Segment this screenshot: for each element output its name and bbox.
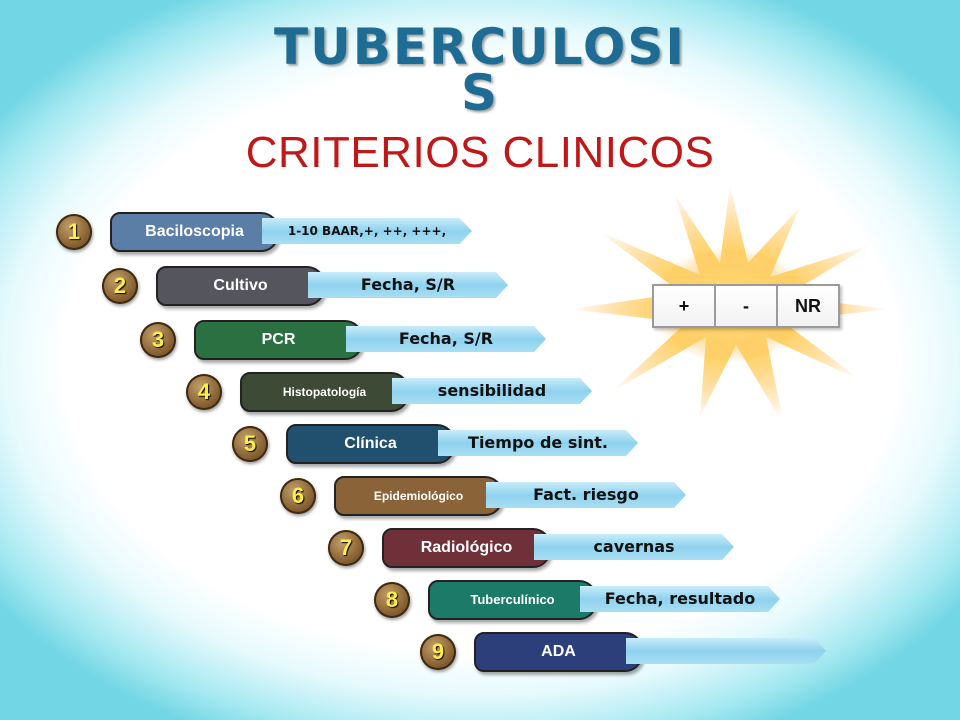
- criterion-number-badge: 7: [328, 530, 364, 566]
- criterion-number-badge: 9: [420, 634, 456, 670]
- result-legend-table: + - NR: [652, 284, 840, 328]
- criterion-number-badge: 4: [186, 374, 222, 410]
- criterion-label: PCR: [194, 320, 363, 360]
- criterion-label: Clínica: [286, 424, 455, 464]
- legend-positive: +: [652, 284, 716, 328]
- legend-negative: -: [714, 284, 778, 328]
- criterion-label: Histopatología: [240, 372, 409, 412]
- criterion-number-badge: 2: [102, 268, 138, 304]
- criterion-value: Fecha, S/R: [346, 326, 546, 352]
- criterion-label: ADA: [474, 632, 643, 672]
- page-title: TUBERCULOSIS: [274, 18, 686, 122]
- criterion-value: [626, 638, 826, 664]
- legend-not-done: NR: [776, 284, 840, 328]
- criterion-number-badge: 1: [56, 214, 92, 250]
- criterion-number-badge: 3: [140, 322, 176, 358]
- criterion-number-badge: 6: [280, 478, 316, 514]
- page-subtitle: CRITERIOS CLINICOS: [245, 128, 715, 177]
- criterion-label: Tuberculínico: [428, 580, 597, 620]
- criterion-number-badge: 8: [374, 582, 410, 618]
- criterion-value: Fecha, resultado: [580, 586, 780, 612]
- criterion-value: sensibilidad: [392, 378, 592, 404]
- criterion-label: Cultivo: [156, 266, 325, 306]
- criterion-value: cavernas: [534, 534, 734, 560]
- criterion-value: Fecha, S/R: [308, 272, 508, 298]
- criterion-value: 1-10 BAAR,+, ++, +++,: [262, 218, 472, 244]
- criterion-label: Radiológico: [382, 528, 551, 568]
- criterion-value: Fact. riesgo: [486, 482, 686, 508]
- criterion-value: Tiempo de sint.: [438, 430, 638, 456]
- criterion-number-badge: 5: [232, 426, 268, 462]
- criterion-label: Epidemiológico: [334, 476, 503, 516]
- criterion-label: Baciloscopia: [110, 212, 279, 252]
